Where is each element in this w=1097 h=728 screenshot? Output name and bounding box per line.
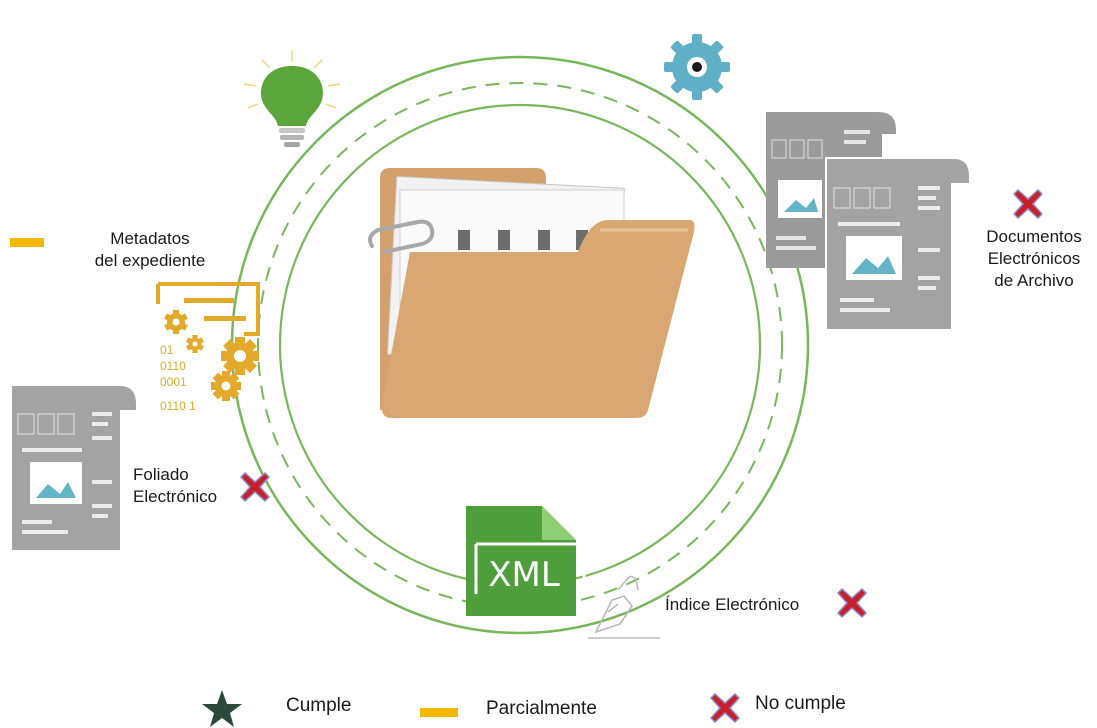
legend-parcialmente: Parcialmente — [486, 698, 597, 719]
label-documentos-line2: Electrónicos — [987, 249, 1081, 268]
legend-cumple: Cumple — [286, 695, 352, 716]
gear-icon — [664, 34, 730, 100]
pen-signature-icon — [588, 575, 660, 639]
metadata-binary-line: 0110 1 — [160, 399, 196, 413]
label-indice: Índice Electrónico — [665, 594, 799, 616]
partial-dash-icon — [420, 708, 458, 717]
star-icon — [202, 690, 242, 727]
metadata-binary-line: 0110 — [160, 359, 186, 373]
metadata-gears-icon: 01 0110 0001 0110 1 — [156, 282, 260, 413]
xml-label: XML — [488, 555, 560, 595]
label-foliado-line1: Foliado — [133, 465, 189, 484]
cross-icon — [239, 471, 271, 503]
lightbulb-icon — [243, 50, 341, 147]
label-foliado: Foliado Electrónico — [133, 464, 217, 508]
label-foliado-line2: Electrónico — [133, 487, 218, 506]
cross-icon — [709, 692, 741, 724]
folder-icon — [368, 168, 695, 418]
label-indice-text: Índice Electrónico — [665, 595, 800, 614]
label-metadatos-line2: del expediente — [94, 251, 206, 270]
document-icon-foliado — [12, 386, 136, 550]
label-documentos-line1: Documentos — [986, 227, 1082, 246]
label-documentos-line3: de Archivo — [994, 271, 1074, 290]
label-metadatos-line1: Metadatos — [110, 229, 190, 248]
label-metadatos: Metadatos del expediente — [80, 228, 220, 272]
cross-icon — [836, 587, 868, 619]
document-icon-front — [825, 157, 971, 331]
partial-dash-icon — [10, 238, 44, 247]
legend-no-cumple: No cumple — [755, 693, 846, 714]
label-documentos: Documentos Electrónicos de Archivo — [974, 226, 1094, 292]
xml-file-icon: XML — [466, 506, 586, 616]
metadata-binary-line: 01 — [160, 343, 174, 357]
cross-icon — [1012, 188, 1044, 220]
metadata-binary-line: 0001 — [160, 375, 187, 389]
